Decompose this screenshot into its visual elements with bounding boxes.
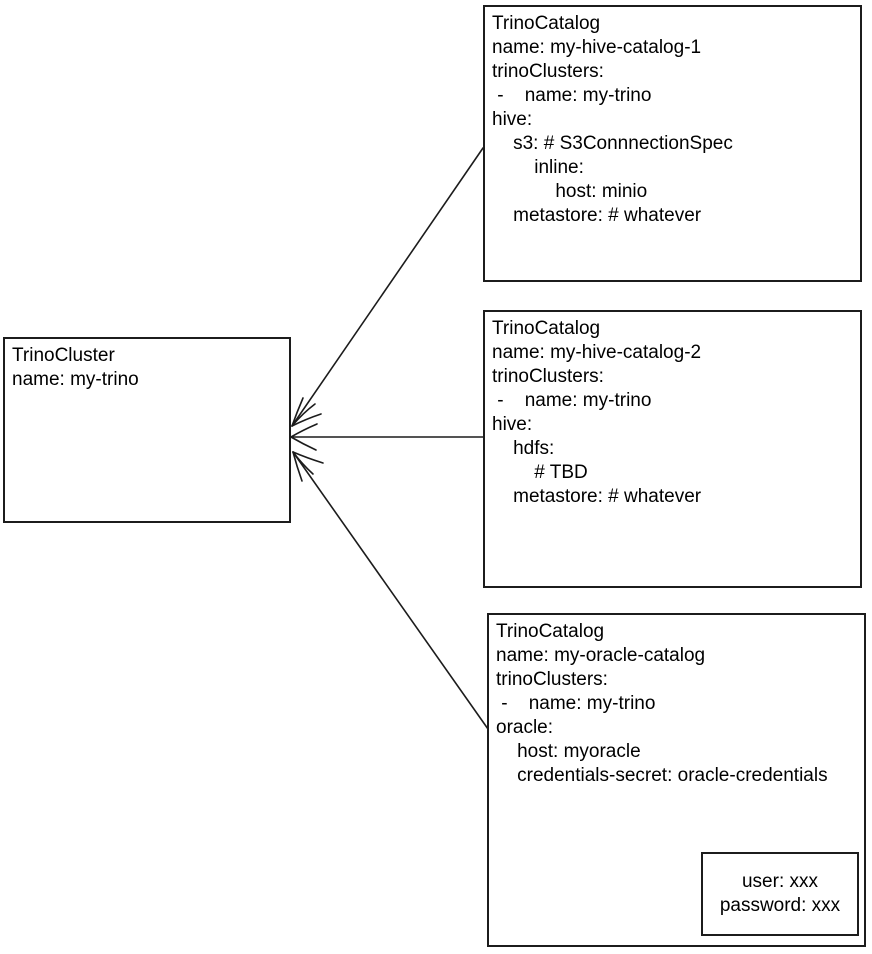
trino-catalog-1-node: TrinoCatalog name: my-hive-catalog-1 tri…	[483, 5, 862, 282]
node-line: metastore: # whatever	[492, 205, 702, 226]
node-line: - name: my-trino	[492, 85, 652, 106]
node-line: name: my-trino	[12, 369, 139, 390]
node-line: host: minio	[492, 181, 648, 202]
node-line: - name: my-trino	[492, 390, 652, 411]
node-line: oracle:	[496, 717, 554, 738]
secret-line: user: xxx	[741, 871, 819, 892]
node-line: name: my-hive-catalog-1	[492, 37, 702, 58]
trino-catalog-1-text: TrinoCatalog name: my-hive-catalog-1 tri…	[485, 7, 860, 228]
node-line: name: my-oracle-catalog	[496, 645, 706, 666]
trino-catalog-3-text: TrinoCatalog name: my-oracle-catalog tri…	[489, 615, 864, 788]
node-line: - name: my-trino	[496, 693, 656, 714]
node-line: trinoClusters:	[492, 61, 604, 82]
node-line: # TBD	[492, 462, 588, 483]
node-line: metastore: # whatever	[492, 486, 702, 507]
node-line: trinoClusters:	[492, 366, 604, 387]
node-line: name: my-hive-catalog-2	[492, 342, 702, 363]
trino-catalog-2-node: TrinoCatalog name: my-hive-catalog-2 tri…	[483, 310, 862, 588]
connector-catalog2-to-cluster	[290, 423, 484, 451]
secret-line: password: xxx	[719, 895, 841, 916]
node-title: TrinoCatalog	[496, 621, 605, 642]
credentials-secret-node: user: xxx password: xxx	[701, 852, 859, 936]
node-title: TrinoCatalog	[492, 318, 601, 339]
arrowhead-catalog2	[290, 423, 318, 451]
node-line: trinoClusters:	[496, 669, 608, 690]
trino-cluster-node: TrinoCluster name: my-trino	[3, 337, 291, 523]
connector-catalog1-to-cluster	[291, 147, 484, 427]
arrowhead-catalog3	[292, 451, 324, 482]
arrowhead-catalog1	[291, 397, 322, 427]
trino-cluster-text: TrinoCluster name: my-trino	[5, 339, 289, 392]
node-line: host: myoracle	[496, 741, 641, 762]
node-line: inline:	[492, 157, 584, 178]
node-line: credentials-secret: oracle-credentials	[496, 765, 828, 786]
node-line: s3: # S3ConnnectionSpec	[492, 133, 733, 154]
node-line: hive:	[492, 414, 533, 435]
node-title: TrinoCluster	[12, 345, 115, 366]
node-title: TrinoCatalog	[492, 13, 601, 34]
connector-catalog3-to-cluster	[292, 451, 489, 730]
trino-catalog-2-text: TrinoCatalog name: my-hive-catalog-2 tri…	[485, 312, 860, 509]
node-line: hdfs:	[492, 438, 555, 459]
node-line: hive:	[492, 109, 533, 130]
